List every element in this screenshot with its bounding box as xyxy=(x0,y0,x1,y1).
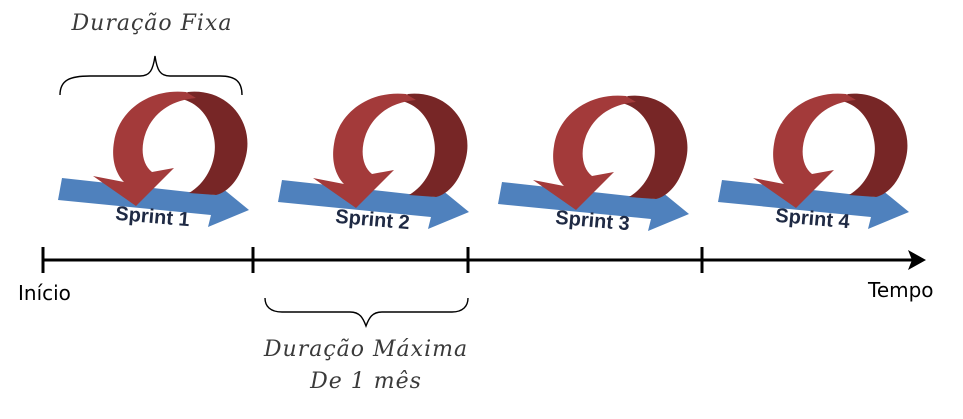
time-label: Tempo xyxy=(867,278,934,302)
fixed-duration-label: Duração Fixa xyxy=(71,11,233,36)
max-duration-label-line1: Duração Máxima xyxy=(263,337,468,362)
start-label: Início xyxy=(18,281,71,305)
fixed-duration-brace xyxy=(59,55,243,96)
timeline-arrowhead xyxy=(908,250,926,270)
max-duration-brace xyxy=(264,297,469,328)
max-duration-label-line2: De 1 mês xyxy=(309,369,422,394)
